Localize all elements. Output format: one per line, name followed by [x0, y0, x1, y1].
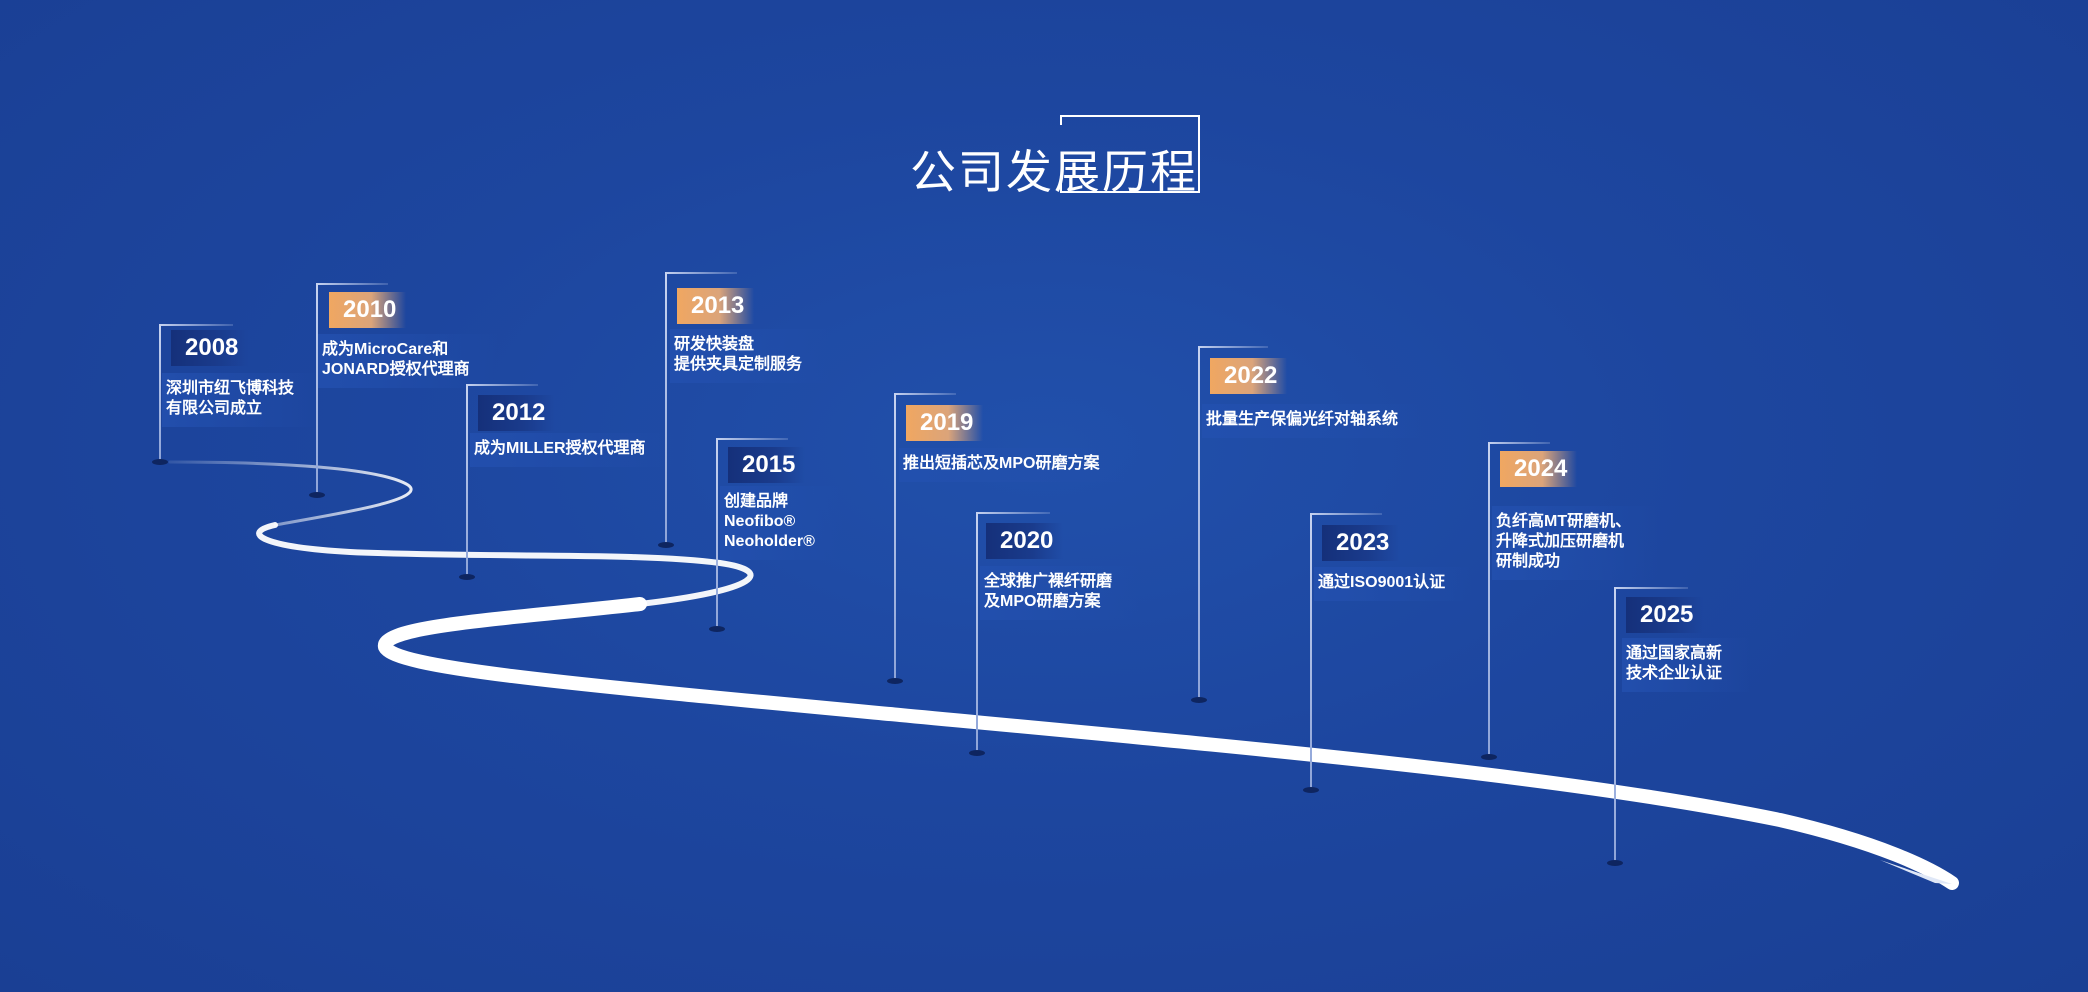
milestone-description: 负纤高MT研磨机、 升降式加压研磨机 研制成功 — [1492, 506, 1660, 580]
road-far-segment — [168, 460, 413, 527]
milestone-flag-line — [665, 272, 737, 274]
milestone-pole — [894, 394, 896, 681]
road-near-segment — [378, 597, 1959, 890]
milestone-pole — [466, 385, 468, 577]
milestone-year: 2025 — [1626, 597, 1704, 633]
milestone-base — [152, 459, 168, 465]
milestone-flag-line — [159, 324, 233, 326]
milestone-year: 2020 — [986, 523, 1064, 559]
milestone-base — [1303, 787, 1319, 793]
milestone-flag-line — [1614, 587, 1688, 589]
milestone-year: 2015 — [728, 447, 806, 483]
milestone-flag-line — [1488, 442, 1550, 444]
page-title: 公司发展历程 — [910, 145, 1198, 199]
title-frame — [1060, 115, 1200, 193]
milestone-flag-line — [1310, 513, 1382, 515]
milestone-pole — [716, 439, 718, 629]
milestone-pole — [976, 513, 978, 753]
milestone-pole — [1614, 588, 1616, 863]
milestone-pole — [1488, 443, 1490, 757]
milestone-description: 通过国家高新 技术企业认证 — [1622, 638, 1751, 692]
milestone-base — [709, 626, 725, 632]
milestone-description: 创建品牌 Neofibo® Neoholder® — [720, 486, 843, 560]
road-tip — [1880, 860, 1952, 884]
milestone-year: 2019 — [906, 405, 984, 441]
milestone-description: 研发快装盘 提供夹具定制服务 — [670, 329, 831, 383]
milestone-description: 全球推广裸纤研磨 及MPO研磨方案 — [980, 566, 1141, 620]
milestone-pole — [1198, 347, 1200, 700]
milestone-flag-line — [1198, 346, 1268, 348]
milestone-pole — [316, 284, 318, 495]
milestone-flag-line — [894, 393, 956, 395]
milestone-base — [658, 542, 674, 548]
milestone-pole — [159, 325, 161, 462]
milestone-flag-line — [316, 283, 388, 285]
milestone-base — [969, 750, 985, 756]
milestone-description: 成为MILLER授权代理商 — [470, 433, 674, 467]
milestone-year: 2013 — [677, 288, 755, 324]
milestone-year: 2024 — [1500, 451, 1578, 487]
milestone-base — [309, 492, 325, 498]
milestone-base — [1607, 860, 1623, 866]
milestone-base — [887, 678, 903, 684]
milestone-base — [1481, 754, 1497, 760]
milestone-description: 通过ISO9001认证 — [1314, 567, 1474, 601]
milestone-year: 2022 — [1210, 358, 1288, 394]
milestone-year: 2023 — [1322, 525, 1400, 561]
milestone-year: 2012 — [478, 395, 556, 431]
milestone-base — [459, 574, 475, 580]
milestone-description: 成为MicroCare和 JONARD授权代理商 — [318, 334, 498, 388]
road-mid-segment — [256, 522, 754, 607]
milestone-pole — [1310, 514, 1312, 790]
milestone-pole — [665, 273, 667, 545]
milestone-flag-line — [466, 384, 538, 386]
milestone-description: 批量生产保偏光纤对轴系统 — [1202, 404, 1427, 438]
milestone-description: 推出短插芯及MPO研磨方案 — [899, 448, 1128, 482]
milestone-flag-line — [976, 512, 1050, 514]
milestone-description: 深圳市纽飞博科技 有限公司成立 — [162, 373, 323, 427]
milestone-year: 2008 — [171, 330, 249, 366]
milestone-year: 2010 — [329, 292, 407, 328]
milestone-base — [1191, 697, 1207, 703]
milestone-flag-line — [716, 438, 788, 440]
